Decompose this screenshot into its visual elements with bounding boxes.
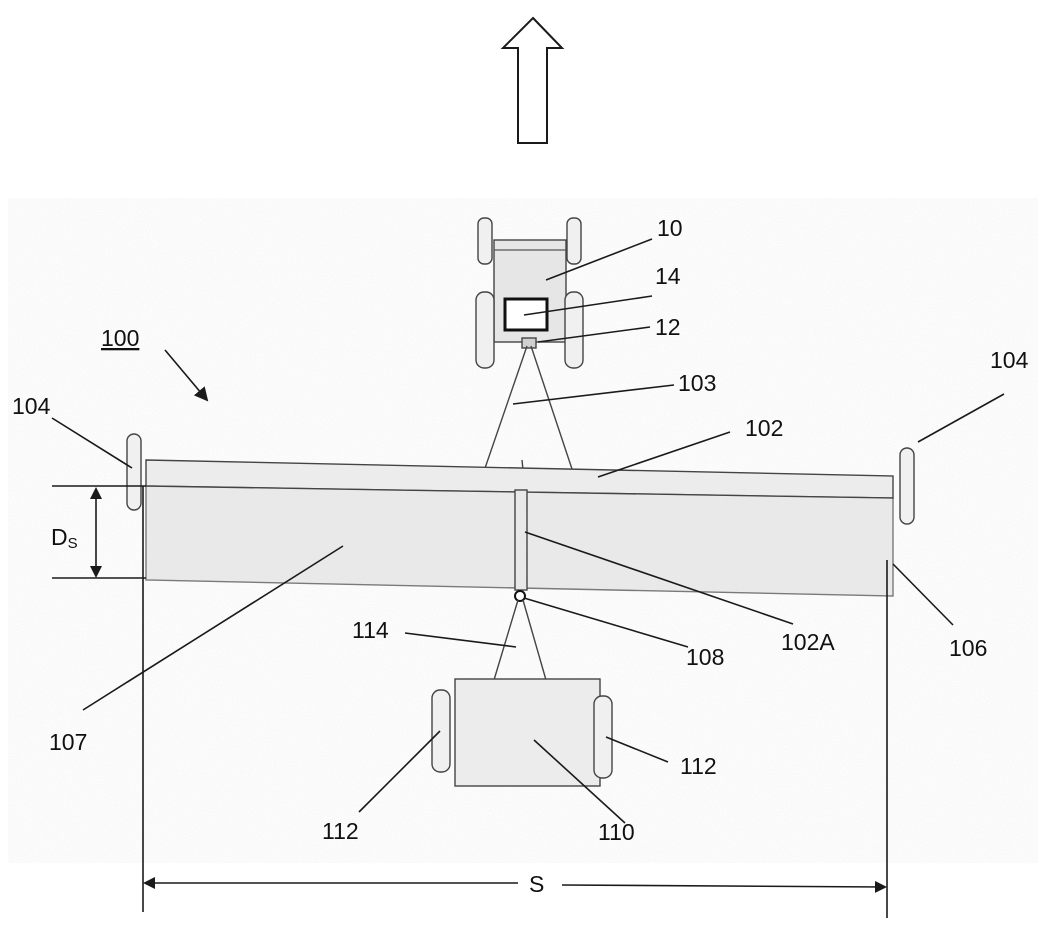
tractor-wheel-front-left	[477, 217, 493, 265]
label-103: 103	[678, 370, 716, 396]
label-14: 14	[655, 263, 681, 289]
label-depth-sub: S	[68, 535, 78, 552]
leader-104-right	[917, 393, 1005, 443]
label-depth-main: D	[51, 524, 68, 550]
cart	[431, 678, 613, 787]
label-112-right: 112	[680, 753, 717, 779]
label-114: 114	[352, 617, 389, 643]
label-10: 10	[657, 215, 683, 241]
beam-center-post	[514, 489, 528, 591]
up-arrow-icon	[500, 16, 565, 144]
cart-wheel-right	[593, 695, 613, 779]
tractor-wheel-rear-left	[475, 291, 495, 369]
leader-100-arrow	[164, 349, 209, 402]
beam	[126, 433, 915, 597]
leader-114	[404, 632, 517, 648]
span-arrow-right	[561, 880, 887, 893]
label-100: 100	[101, 325, 139, 351]
tractor-wheel-rear-right	[564, 291, 584, 369]
leader-112-right	[605, 736, 669, 763]
label-108: 108	[686, 644, 724, 670]
leader-110	[533, 739, 626, 824]
leader-102	[597, 431, 731, 478]
leader-108	[523, 597, 689, 648]
wheel-left	[126, 433, 142, 511]
leader-102a	[524, 531, 794, 625]
leader-103	[512, 384, 675, 405]
leader-104-left	[51, 417, 133, 469]
label-106: 106	[949, 635, 987, 661]
label-104-left: 104	[12, 393, 51, 419]
leader-107	[82, 545, 344, 711]
leader-10	[545, 238, 653, 281]
leader-14	[523, 295, 653, 316]
wheel-right	[899, 447, 915, 525]
label-107: 107	[49, 729, 87, 755]
cart-wheel-left	[431, 689, 451, 773]
leader-112-left	[358, 730, 441, 813]
cart-body	[454, 678, 601, 787]
leader-12	[537, 326, 651, 343]
label-102: 102	[745, 415, 783, 441]
tow-bar	[493, 599, 547, 681]
tractor	[475, 217, 584, 369]
hitch-point	[521, 337, 537, 349]
label-110: 110	[598, 819, 635, 845]
label-102a: 102A	[781, 629, 835, 655]
label-104-right: 104	[990, 347, 1029, 373]
label-12: 12	[655, 314, 681, 340]
pivot-point	[514, 590, 526, 602]
tractor-wheel-front-right	[566, 217, 582, 265]
label-span: S	[529, 871, 544, 897]
label-112-left: 112	[322, 818, 359, 844]
label-depth: DS	[51, 524, 78, 552]
leader-106	[892, 563, 954, 626]
